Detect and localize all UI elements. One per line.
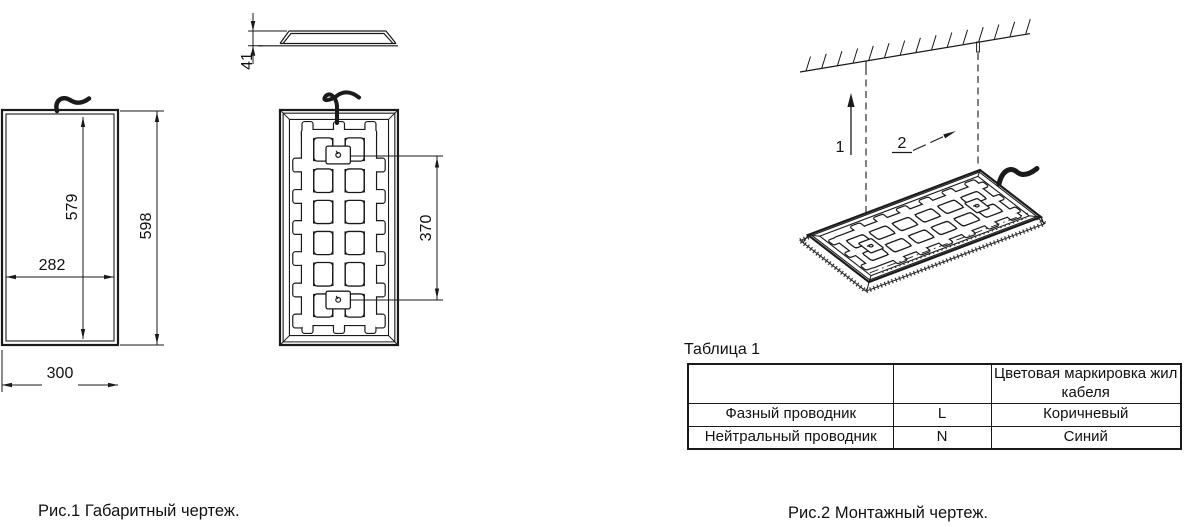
table1-row1-code: N xyxy=(892,425,992,450)
table-row: Фазный проводник L Коричневый xyxy=(687,402,1182,427)
fig1-profile-view xyxy=(248,13,398,64)
fig1-rear-dim-arrows xyxy=(434,157,440,299)
profile-body xyxy=(258,30,398,47)
dim-profile-height: 41 xyxy=(239,52,256,70)
table1-title: Таблица 1 xyxy=(684,341,761,358)
fig1-caption: Рис.1 Габаритный чертеж. xyxy=(38,502,240,520)
ceiling-hatch xyxy=(805,19,1031,72)
table1-header-parameter xyxy=(687,363,894,404)
fig2-callout-2-arrow xyxy=(892,131,956,154)
dim-front-outer-height: 598 xyxy=(138,213,155,240)
fig2-callout-2-label: 2 xyxy=(898,135,907,152)
table1-header-marking: Цветовая маркировка жил кабеля xyxy=(990,363,1182,404)
fig2-callout-1-label: 1 xyxy=(836,139,845,156)
dim-front-inner-width: 282 xyxy=(39,257,66,274)
fig1-rear-dims xyxy=(350,155,443,301)
fig2-caption: Рис.2 Монтажный чертеж. xyxy=(788,504,988,522)
fig2-panel-side-edges xyxy=(802,216,1045,291)
fig2-suspension-lines xyxy=(865,41,980,237)
table1-row0-code: L xyxy=(892,402,992,427)
table-row: Нейтральный проводник N Синий xyxy=(687,425,1182,450)
table1-header-code xyxy=(892,363,992,404)
cable-rear xyxy=(322,90,361,125)
table1-row1-color: Синий xyxy=(990,425,1182,450)
dim-front-outer-width: 300 xyxy=(47,365,74,382)
table1-row0-name: Фазный проводник xyxy=(687,402,894,427)
dim-front-inner-height: 579 xyxy=(64,194,81,221)
table1: Цветовая маркировка жил кабеля Фазный пр… xyxy=(687,363,1182,450)
fig1-rear-view xyxy=(280,90,398,345)
table1-row1-name: Нейтральный проводник xyxy=(687,425,894,450)
table1-row0-color: Коричневый xyxy=(990,402,1182,427)
dim-mount-hole-spacing: 370 xyxy=(418,215,435,242)
flange-stipple-band xyxy=(800,173,1045,291)
cable-front xyxy=(54,95,92,114)
fig2-panel-iso xyxy=(808,166,1041,283)
fig1-front-dim-arrows xyxy=(2,112,160,388)
cable-iso xyxy=(996,166,1040,187)
fig2-callout-1-arrow xyxy=(847,93,855,155)
fig1-front-view xyxy=(0,95,120,347)
fig2-ceiling xyxy=(799,19,1031,73)
table1-header-row: Цветовая маркировка жил кабеля xyxy=(687,363,1182,404)
fig1-profile-dim-arrows xyxy=(250,21,256,56)
